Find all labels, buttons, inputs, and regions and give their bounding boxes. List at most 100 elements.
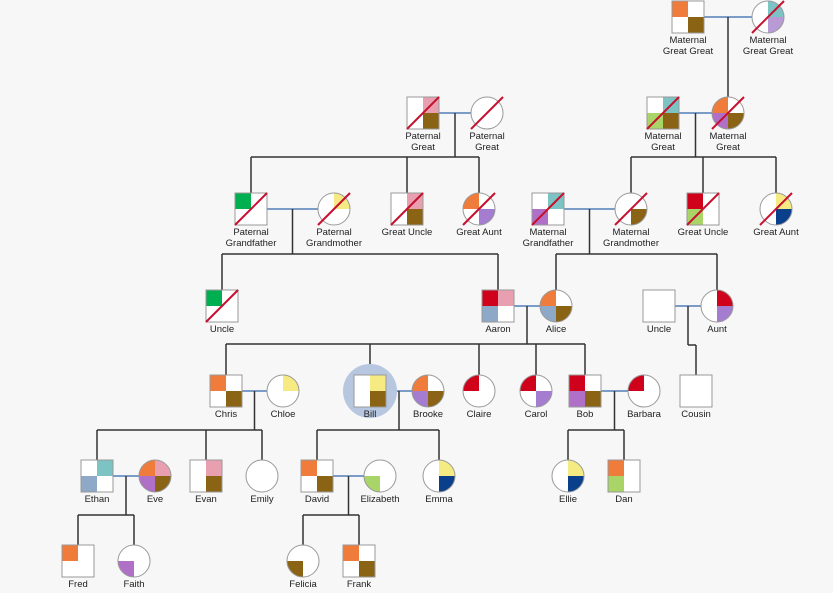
female-circle-icon — [462, 374, 496, 408]
person-eve[interactable]: Eve — [138, 459, 172, 505]
person-carol[interactable]: Carol — [519, 374, 553, 420]
person-bill[interactable]: Bill — [343, 364, 397, 420]
person-label: Great — [716, 142, 740, 153]
female-circle-icon — [551, 459, 585, 493]
descent-lines — [96, 391, 263, 460]
person-label: Great — [651, 142, 675, 153]
female-circle-icon — [627, 374, 661, 408]
deceased-slash-icon — [205, 289, 239, 323]
person-label: Paternal — [469, 131, 504, 142]
male-square-icon — [189, 459, 223, 493]
descent-lines — [302, 476, 360, 545]
person-label: Grandmother — [306, 238, 362, 249]
deceased-slash-icon — [317, 192, 351, 226]
person-pga[interactable]: Great Aunt — [456, 192, 502, 238]
person-chloe[interactable]: Chloe — [266, 374, 300, 420]
person-elizabeth[interactable]: Elizabeth — [360, 459, 400, 505]
person-alice[interactable]: Alice — [539, 289, 573, 335]
person-claire[interactable]: Claire — [462, 374, 496, 420]
person-label: Great Aunt — [456, 227, 502, 238]
person-ethan[interactable]: Ethan — [80, 459, 114, 505]
male-square-icon — [209, 374, 243, 408]
person-bob[interactable]: Bob — [568, 374, 602, 420]
female-circle-icon — [700, 289, 734, 323]
descent-lines — [77, 476, 135, 545]
person-label: Bob — [577, 409, 594, 420]
person-label: Paternal — [316, 227, 351, 238]
descent-lines — [221, 209, 499, 290]
person-david[interactable]: David — [300, 459, 334, 505]
male-square-icon — [80, 459, 114, 493]
descent-lines — [555, 209, 718, 290]
deceased-slash-icon — [390, 192, 424, 226]
deceased-slash-icon — [406, 96, 440, 130]
person-label: Claire — [467, 409, 492, 420]
male-square-icon — [607, 459, 641, 493]
person-label: Maternal — [613, 227, 650, 238]
person-uncle2[interactable]: Uncle — [642, 289, 676, 335]
person-label: Chloe — [271, 409, 296, 420]
female-circle-icon — [363, 459, 397, 493]
deceased-slash-icon — [646, 96, 680, 130]
person-label: Grandmother — [603, 238, 659, 249]
person-uncle1[interactable]: Uncle — [205, 289, 239, 335]
deceased-slash-icon — [234, 192, 268, 226]
person-label: Uncle — [210, 324, 234, 335]
person-label: Maternal — [710, 131, 747, 142]
female-circle-icon — [117, 544, 151, 578]
person-label: Aaron — [485, 324, 510, 335]
person-aaron[interactable]: Aaron — [481, 289, 515, 335]
person-label: Paternal — [405, 131, 440, 142]
male-square-icon — [642, 289, 676, 323]
person-mgu[interactable]: Great Uncle — [678, 192, 729, 238]
person-label: Great Uncle — [678, 227, 729, 238]
person-fred[interactable]: Fred — [61, 544, 95, 590]
person-felicia[interactable]: Felicia — [286, 544, 320, 590]
person-chris[interactable]: Chris — [209, 374, 243, 420]
person-label: Eve — [147, 494, 163, 505]
female-circle-icon — [751, 0, 785, 34]
person-cousin[interactable]: Cousin — [679, 374, 713, 420]
person-faith[interactable]: Faith — [117, 544, 151, 590]
person-emma[interactable]: Emma — [422, 459, 456, 505]
person-label: Uncle — [647, 324, 671, 335]
person-label: Alice — [546, 324, 567, 335]
person-label: Ethan — [85, 494, 110, 505]
person-label: David — [305, 494, 329, 505]
person-label: Great Great — [663, 46, 714, 57]
person-pgu[interactable]: Great Uncle — [382, 192, 433, 238]
person-aunt[interactable]: Aunt — [700, 289, 734, 335]
person-frank[interactable]: Frank — [342, 544, 376, 590]
person-label: Frank — [347, 579, 372, 590]
person-ellie[interactable]: Ellie — [551, 459, 585, 505]
person-label: Aunt — [707, 324, 727, 335]
person-brooke[interactable]: Brooke — [411, 374, 445, 420]
person-label: Dan — [615, 494, 632, 505]
person-dan[interactable]: Dan — [607, 459, 641, 505]
person-evan[interactable]: Evan — [189, 459, 223, 505]
female-circle-icon — [422, 459, 456, 493]
person-label: Bill — [364, 409, 377, 420]
person-label: Great Aunt — [753, 227, 799, 238]
deceased-slash-icon — [759, 192, 793, 226]
person-label: Paternal — [233, 227, 268, 238]
person-barbara[interactable]: Barbara — [627, 374, 662, 420]
person-label: Fred — [68, 579, 88, 590]
person-mga[interactable]: Great Aunt — [753, 192, 799, 238]
person-label: Great Uncle — [382, 227, 433, 238]
person-label: Brooke — [413, 409, 443, 420]
female-circle-icon — [266, 374, 300, 408]
person-emily[interactable]: Emily — [245, 459, 279, 505]
person-label: Great Great — [743, 46, 794, 57]
